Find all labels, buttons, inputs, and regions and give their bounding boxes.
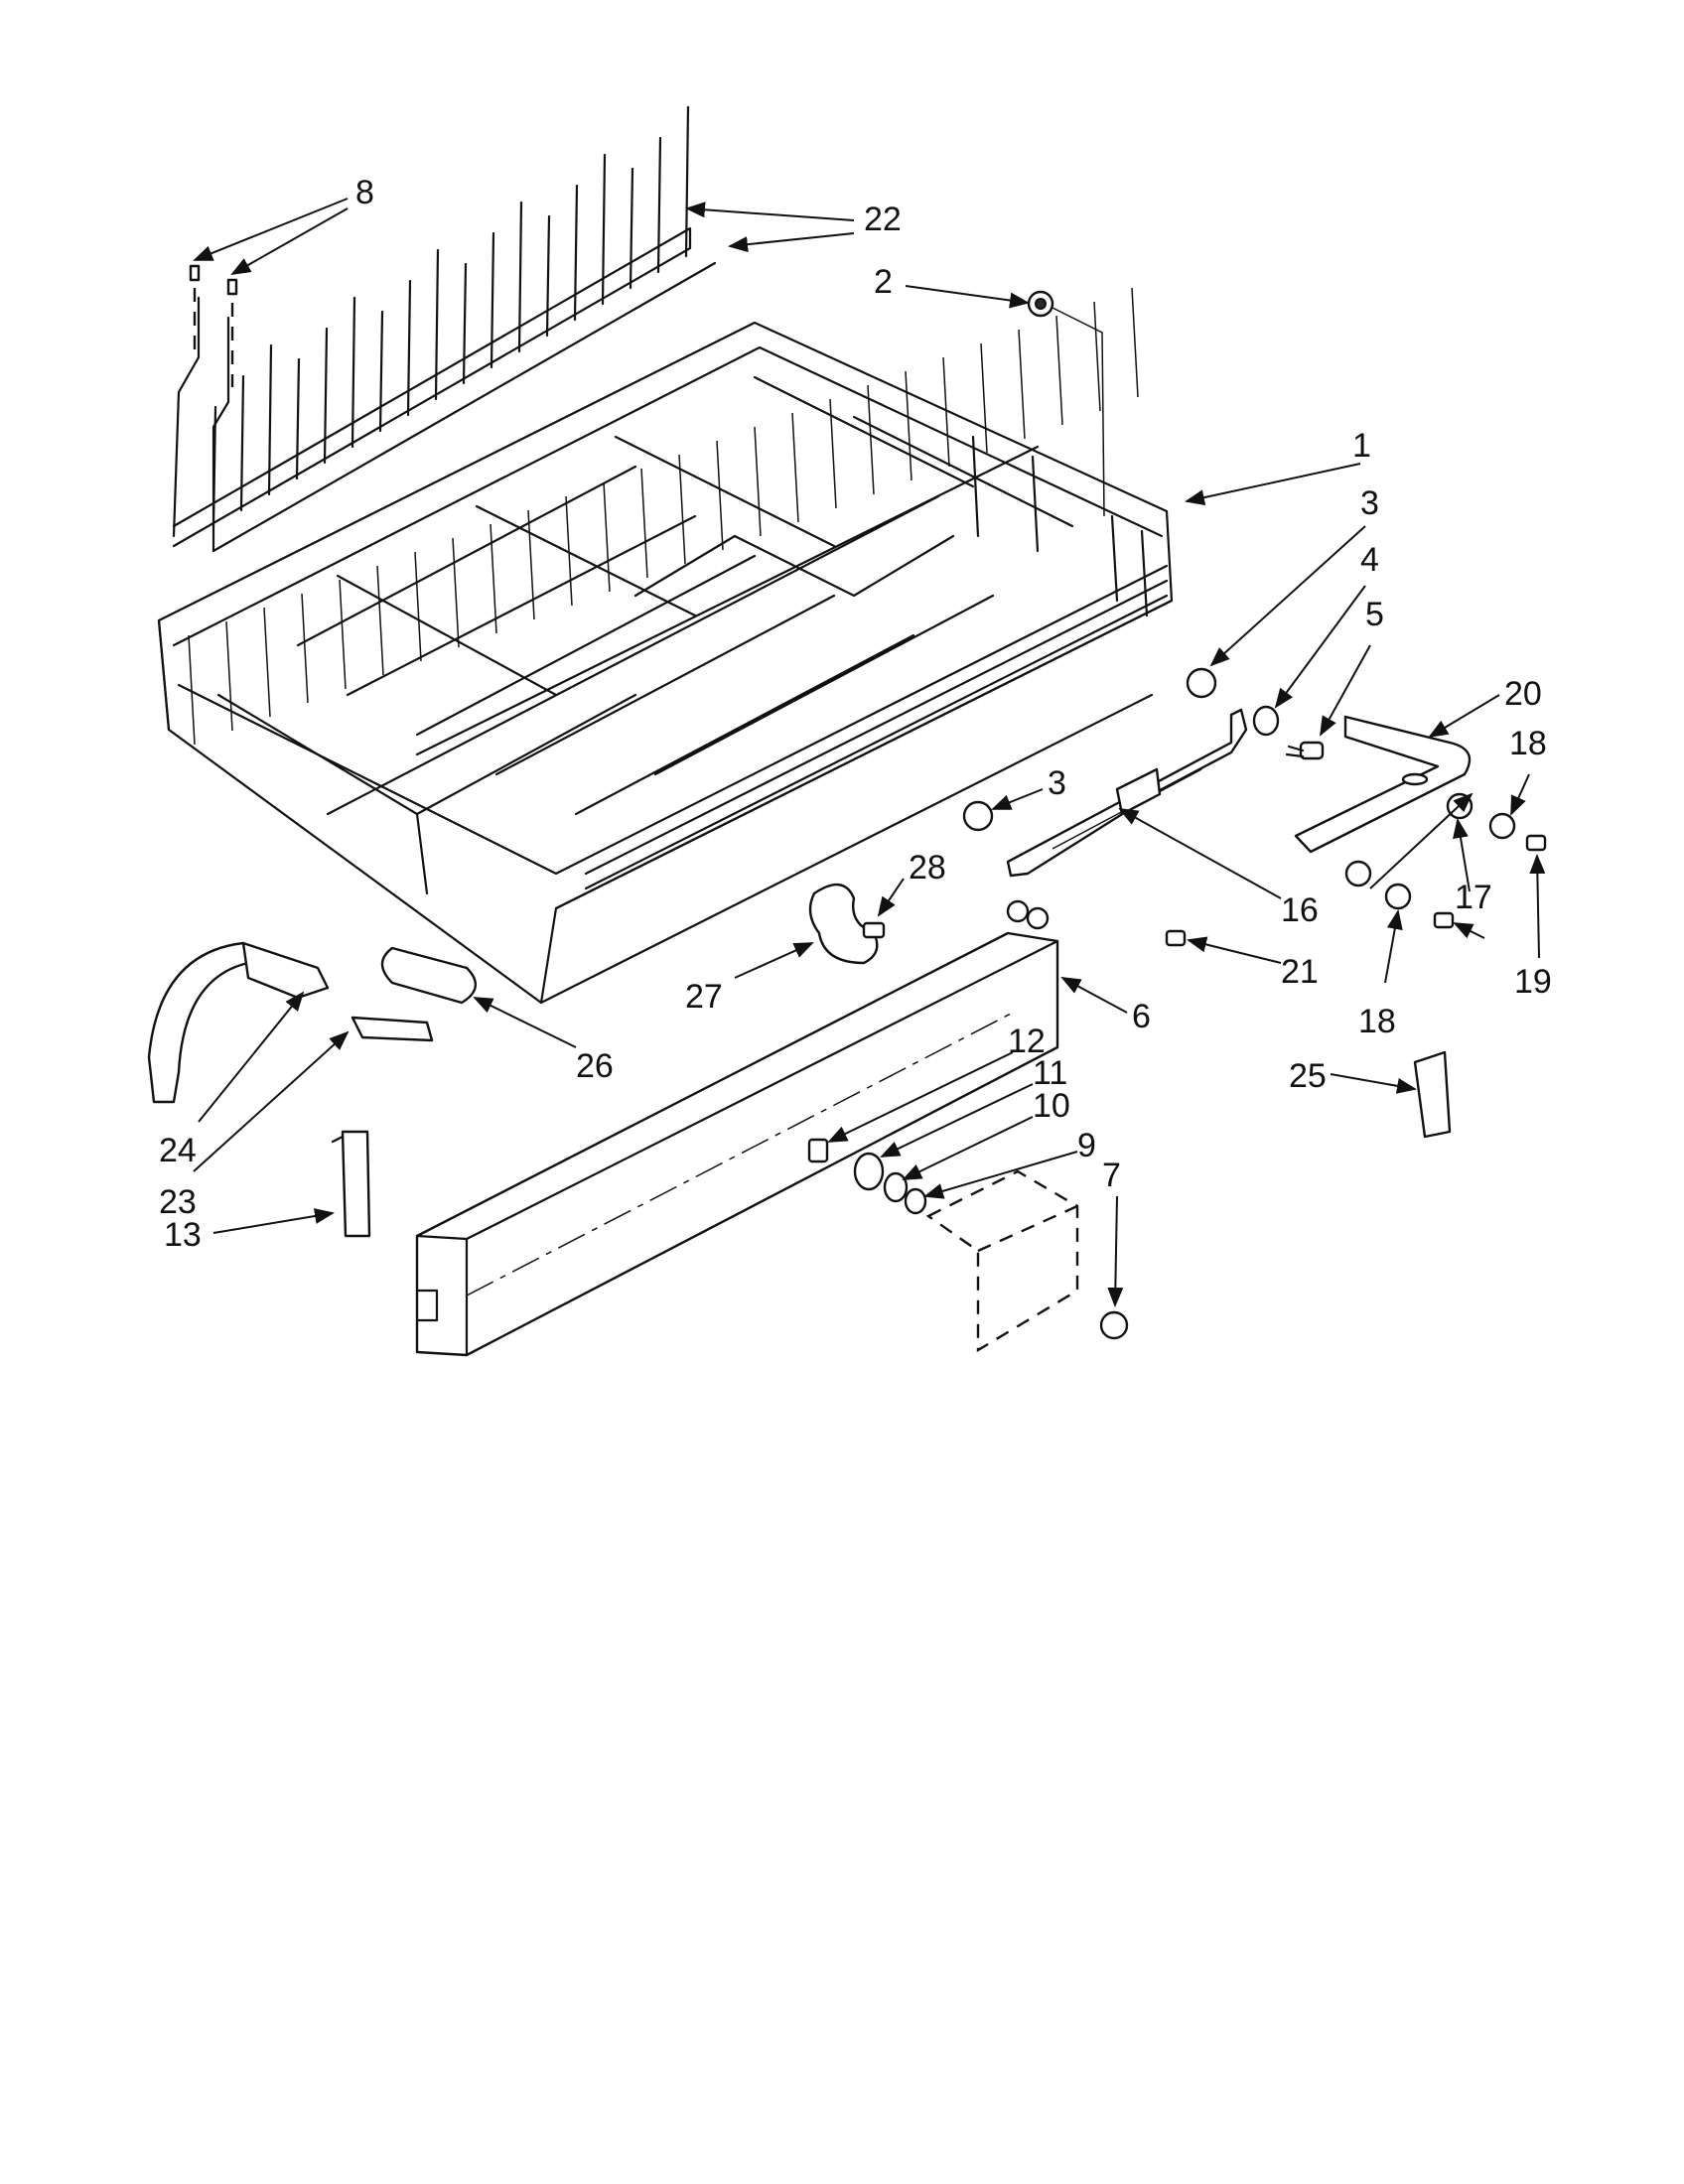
rack-adjuster-bracket: [1006, 708, 1248, 878]
screw-19-lower: [1433, 911, 1455, 929]
bushing-lower: [962, 800, 994, 832]
washer-10: [883, 1171, 909, 1203]
callout-labels: 1 2 3 3 4 5 6 7 8 9 10 11 12 13 16 17 18…: [159, 174, 1552, 1254]
dishrack: [157, 287, 1174, 1005]
callout-label: 28: [909, 849, 946, 887]
callout-label: 5: [1365, 596, 1384, 633]
callout-label: 8: [355, 174, 374, 211]
screw: [1285, 741, 1325, 760]
leader-lines: [193, 198, 1546, 1307]
stud-12: [807, 1138, 829, 1163]
bushing-18-upper: [1488, 812, 1516, 840]
hex-nut: [1027, 290, 1105, 517]
callout-label: 6: [1132, 998, 1151, 1035]
callout-label: 10: [1033, 1087, 1070, 1125]
callout-label: 25: [1289, 1057, 1327, 1095]
callout-label: 18: [1509, 725, 1547, 762]
screw-21: [1165, 929, 1187, 947]
door-rail: [415, 899, 1059, 1357]
door-box-dashed: [925, 1169, 1079, 1353]
callout-label: 13: [164, 1216, 202, 1254]
callout-label: 3: [1360, 484, 1379, 522]
callout-label: 24: [159, 1132, 197, 1169]
bushing-17-lower: [1344, 860, 1372, 887]
pin-clips: [189, 264, 238, 387]
callout-label: 4: [1360, 541, 1379, 579]
callout-label: 16: [1281, 891, 1319, 929]
stop-plate: [808, 884, 879, 965]
washer: [1252, 705, 1280, 737]
callout-label: 11: [1033, 1054, 1067, 1092]
callout-label: 22: [864, 201, 902, 238]
clip-26: [380, 946, 477, 1005]
callout-label: 27: [685, 978, 723, 1016]
callout-label: 19: [1514, 963, 1552, 1001]
nut-7: [1099, 1310, 1129, 1340]
clip-25: [1413, 1050, 1452, 1139]
screw-19-upper: [1525, 834, 1547, 852]
callout-label: 17: [1455, 879, 1492, 916]
bushing-18-lower: [1384, 883, 1412, 910]
callout-label: 7: [1102, 1157, 1121, 1194]
callout-label: 2: [874, 263, 893, 301]
callout-label: 12: [1008, 1023, 1046, 1060]
pin-28: [862, 921, 886, 939]
callout-label: 26: [576, 1047, 614, 1085]
slide-bracket: [1294, 715, 1472, 854]
callout-label: 1: [1352, 427, 1371, 465]
callout-label: 20: [1504, 675, 1542, 713]
callout-label: 18: [1358, 1003, 1396, 1040]
callout-label: 21: [1281, 953, 1319, 991]
clip-13: [341, 1130, 371, 1238]
callout-label: 23: [159, 1183, 197, 1221]
clip-23: [351, 1016, 434, 1042]
roller-11: [853, 1152, 885, 1191]
bushing-upper: [1186, 667, 1217, 699]
callout-label: 9: [1077, 1127, 1096, 1164]
callout-label: 3: [1048, 764, 1066, 802]
washer-9: [904, 1187, 927, 1215]
tine-row: [172, 105, 717, 553]
